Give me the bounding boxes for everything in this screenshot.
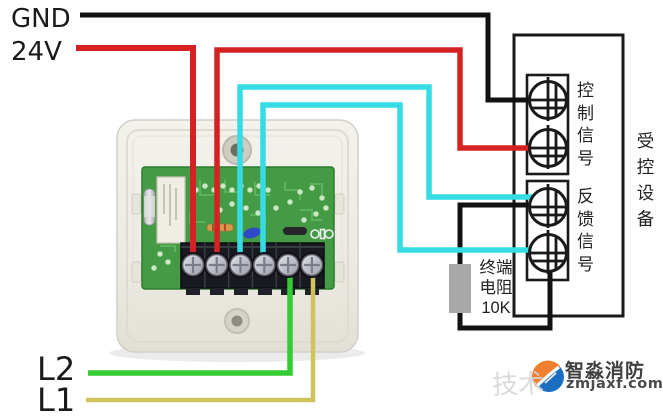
l2-label: L2 (37, 350, 76, 388)
brand-site-url: zmjaxf.com (566, 376, 663, 392)
panel-screw-3 (528, 184, 568, 228)
power-24v-wire (76, 45, 196, 262)
terminal-resistor-label-line2: 电阻 (479, 279, 513, 297)
control-signal-label: 控制信号 (577, 81, 594, 168)
terminal-resistor-label: 终端 电阻 10K (468, 258, 524, 318)
relay (156, 176, 186, 244)
panel-terminal-screws (528, 77, 568, 274)
mounting-hole-top (222, 135, 252, 165)
gnd-label: GND (11, 4, 71, 34)
l2-wire (88, 268, 293, 376)
control-output-wire (214, 47, 533, 262)
terminal-resistor-loop-wire (457, 202, 553, 331)
gnd-wire (80, 12, 533, 103)
terminal-resistor-label-line3: 10K (481, 299, 511, 317)
mounting-hole-bottom (224, 308, 250, 334)
watermark-ghost-text: 技术 (491, 368, 545, 400)
panel-screw-2 (528, 125, 568, 169)
brand-logo-icon (532, 360, 564, 392)
terminal-resistor-label-line1: 终端 (479, 259, 513, 277)
controlled-device-panel (512, 33, 625, 318)
l1-wire (86, 270, 316, 403)
feedback-wire-1 (237, 84, 533, 262)
panel-screw-1 (528, 77, 568, 121)
feedback-signal-label: 反馈信号 (577, 187, 594, 274)
controlled-device-label: 受控设备 (636, 131, 655, 229)
brand-name: 智淼消防 (565, 361, 646, 382)
case-clips (131, 193, 345, 283)
panel-screw-4 (528, 230, 568, 274)
pcb-decorations (151, 180, 334, 271)
feedback-wire-2 (260, 102, 533, 262)
l1-label: L1 (37, 381, 76, 416)
control-module-photo (109, 119, 365, 362)
module-terminal-screws (180, 252, 325, 278)
24v-label: 24V (11, 37, 62, 67)
terminal-resistor-body (449, 264, 471, 313)
fuse (143, 188, 156, 226)
